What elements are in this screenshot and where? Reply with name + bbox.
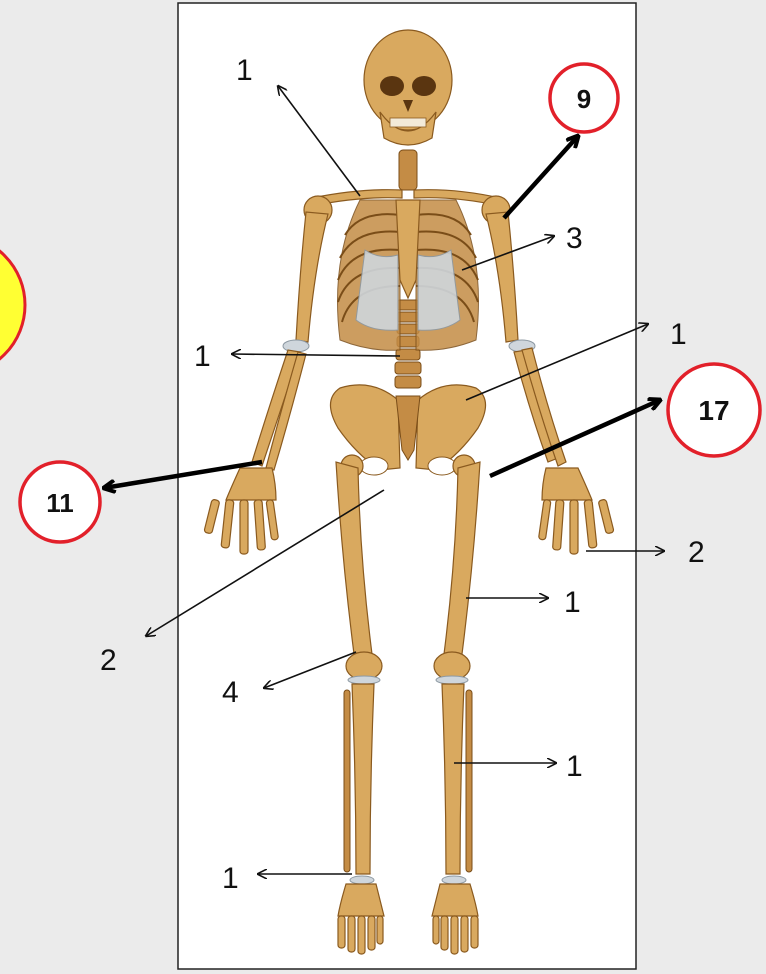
- yellow-marker: [0, 235, 25, 375]
- badge-forearm-text: 11: [46, 488, 74, 518]
- label-hand: 2: [688, 536, 705, 569]
- label-knee: 4: [222, 676, 239, 709]
- badge-shoulder-text: 9: [577, 84, 591, 114]
- badge-forearm: 11: [20, 462, 100, 542]
- label-spine: 1: [194, 340, 211, 373]
- label-ankle: 1: [222, 862, 239, 895]
- label-ribs: 3: [566, 222, 583, 255]
- label-skull: 1: [236, 54, 253, 87]
- label-hip: 1: [670, 318, 687, 351]
- label-femur: 1: [564, 586, 581, 619]
- label-pubis: 2: [100, 644, 117, 677]
- badge-thigh: 17: [668, 364, 760, 456]
- label-tibia: 1: [566, 750, 583, 783]
- badge-thigh-text: 17: [698, 395, 729, 426]
- badge-shoulder: 9: [550, 64, 618, 132]
